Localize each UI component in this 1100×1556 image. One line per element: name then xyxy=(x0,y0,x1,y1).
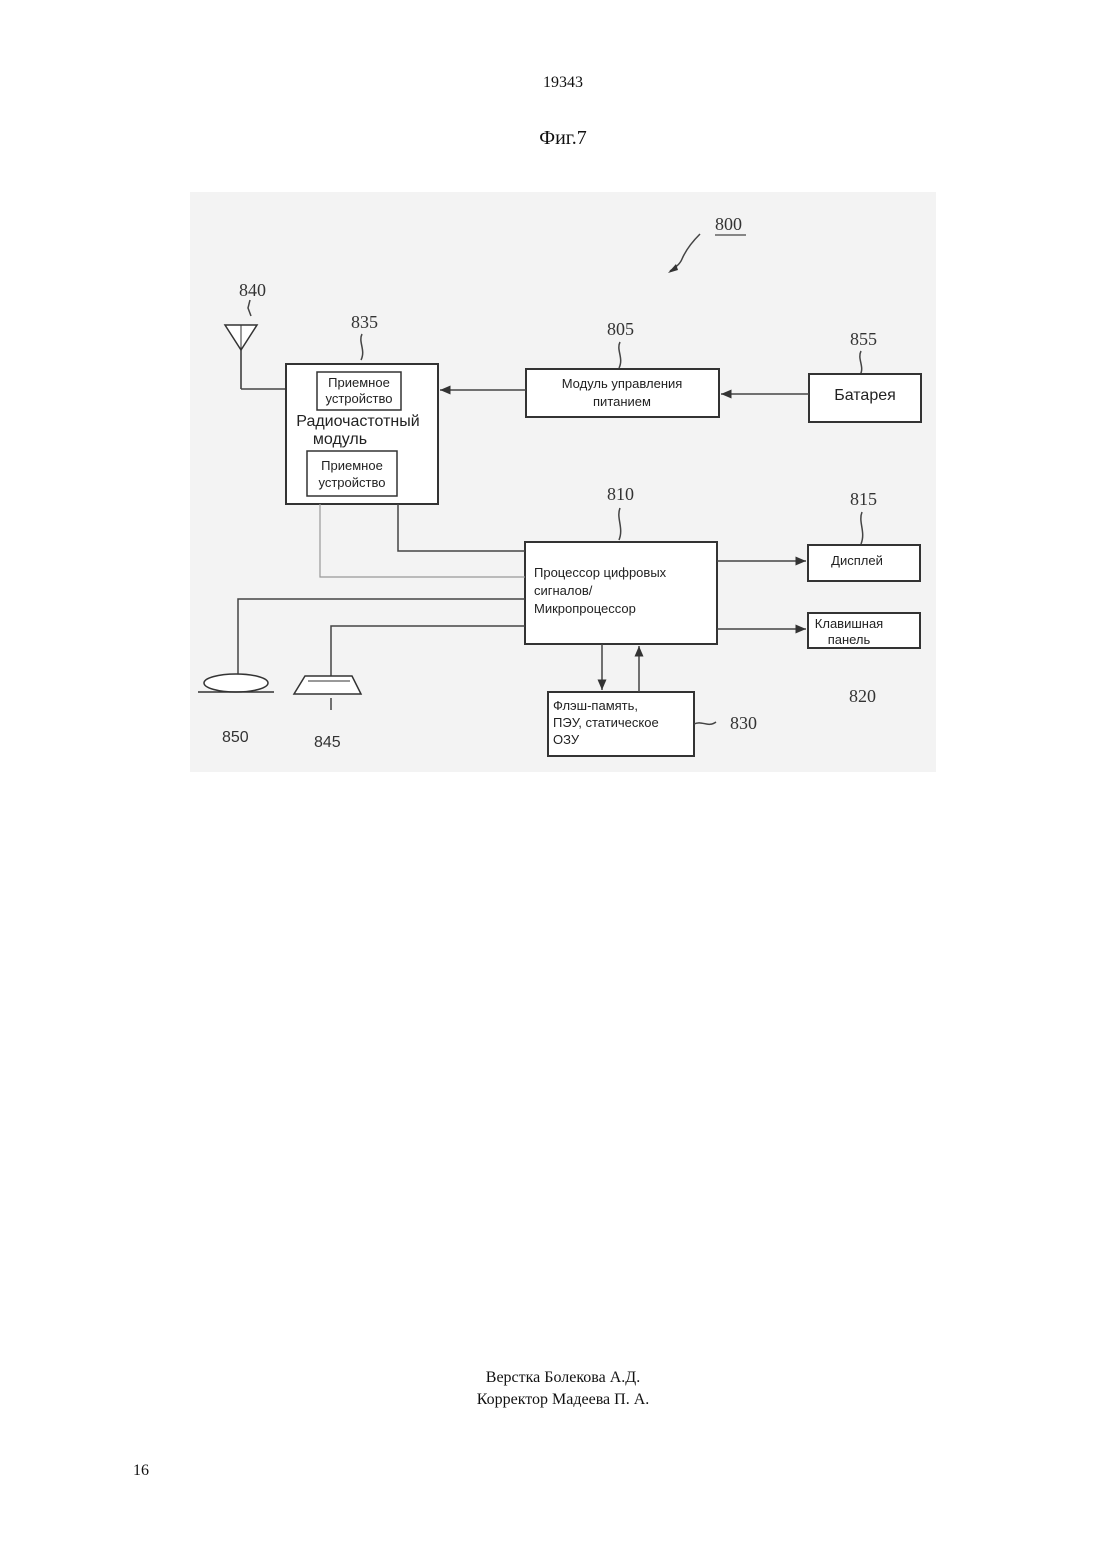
ref-840-leader xyxy=(248,300,251,316)
footer-credits: Верстка Болекова А.Д. Корректор Мадеева … xyxy=(0,1367,1100,1411)
keypad-line1: Клавишная xyxy=(815,616,883,631)
display-label: Дисплей xyxy=(831,553,883,568)
ref-805-leader xyxy=(619,342,621,368)
rf-receiver-bottom-line1: Приемное xyxy=(321,458,383,473)
memory-line1: Флэш-память, xyxy=(553,698,638,713)
page-number: 16 xyxy=(133,1462,149,1480)
rf-receiver-bottom-line2: устройство xyxy=(319,475,386,490)
rf-receiver-top-line2: устройство xyxy=(326,391,393,406)
block-diagram-figure: 800 840 835 Приемное устройство Радиочас… xyxy=(190,192,936,772)
rf-receiver-top-line1: Приемное xyxy=(328,375,390,390)
antenna-icon xyxy=(225,325,257,389)
battery-label: Батарея xyxy=(834,387,896,404)
rf-module-label-2: модуль xyxy=(313,431,367,448)
ref-835: 835 xyxy=(351,312,378,332)
keypad-line2: панель xyxy=(828,632,871,647)
document-number: 19343 xyxy=(0,74,1100,92)
microphone-wire xyxy=(238,599,525,682)
credit-layout: Верстка Болекова А.Д. xyxy=(0,1367,1100,1389)
ref-845: 845 xyxy=(314,734,341,751)
ref-840: 840 xyxy=(239,280,266,300)
ref-810: 810 xyxy=(607,484,634,504)
ref-830-leader xyxy=(694,722,716,724)
speaker-wire xyxy=(331,626,525,676)
rf-to-dsp-wire-2 xyxy=(320,504,525,577)
figure-title: Фиг.7 xyxy=(0,127,1100,150)
power-module-line2: питанием xyxy=(593,394,651,409)
dsp-line2: сигналов/ xyxy=(534,583,593,598)
ref-810-leader xyxy=(619,508,621,540)
ref-855: 855 xyxy=(850,329,877,349)
ref-800-leader xyxy=(670,234,700,271)
memory-line3: ОЗУ xyxy=(553,732,580,747)
credit-corrector: Корректор Мадеева П. А. xyxy=(0,1389,1100,1411)
ref-835-leader xyxy=(361,334,363,360)
block-diagram-svg: 800 840 835 Приемное устройство Радиочас… xyxy=(190,192,936,772)
ref-805: 805 xyxy=(607,319,634,339)
ref-815-leader xyxy=(861,512,863,544)
ref-820: 820 xyxy=(849,686,876,706)
power-module-line1: Модуль управления xyxy=(562,376,683,391)
rf-to-dsp-wire xyxy=(398,504,525,551)
ref-855-leader xyxy=(860,351,862,375)
microphone-icon xyxy=(198,674,274,692)
speaker-icon xyxy=(294,676,361,694)
rf-module-label-1: Радиочастотный xyxy=(296,413,419,430)
ref-830: 830 xyxy=(730,713,757,733)
dsp-line3: Микропроцессор xyxy=(534,601,636,616)
dsp-line1: Процессор цифровых xyxy=(534,565,667,580)
ref-815: 815 xyxy=(850,489,877,509)
memory-line2: ПЭУ, статическое xyxy=(553,715,659,730)
ref-800: 800 xyxy=(715,214,742,234)
ref-850: 850 xyxy=(222,729,249,746)
